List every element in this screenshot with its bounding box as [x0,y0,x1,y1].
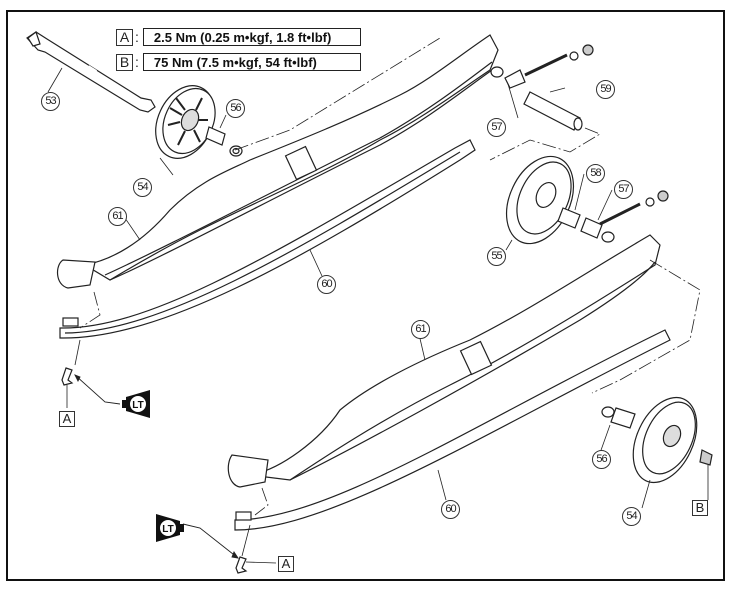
callout-56-top: 56 [226,99,245,118]
spacer-tube-59 [523,91,583,131]
torque-value-a: 2.5 Nm (0.25 m•kgf, 1.8 ft•lbf) [142,28,361,46]
idler-wheel-54-top [155,85,216,159]
lt-text-bottom: LT [162,524,173,535]
callout-54-bottom: 54 [622,507,641,526]
torque-value-b: 75 Nm (7.5 m•kgf, 54 ft•lbf) [142,53,361,71]
lt-arrows [74,374,239,559]
label-a-bottom: A [278,556,294,572]
leader-lines [47,67,709,564]
callout-59: 59 [596,80,615,99]
callout-57-top: 57 [487,118,506,137]
screw-bottom [235,556,248,574]
callout-60-top: 60 [317,275,336,294]
callout-54-top: 54 [133,178,152,197]
torque-key-a: A [116,28,133,46]
screw-left [61,367,74,386]
callout-56-bottom: 56 [592,450,611,469]
callout-53: 53 [41,92,60,111]
lt-locking-agent-icon: LT [122,390,150,418]
torque-key-b: B [116,53,133,71]
collar-58-and-bolt [557,190,669,243]
torque-spec-a: A : 2.5 Nm (0.25 m•kgf, 1.8 ft•lbf) [116,28,361,46]
torque-colon: : [135,54,139,70]
label-a-left: A [59,411,75,427]
torque-colon: : [135,29,139,45]
alignment-lines [79,37,701,516]
idler-wheel-54-bottom [601,396,713,484]
callout-57-mid: 57 [614,180,633,199]
callout-55: 55 [487,247,506,266]
label-b-right: B [692,500,708,516]
slider-60-bottom [234,329,671,531]
lt-text-left: LT [132,400,143,411]
slide-rail-61-bottom [227,234,661,488]
bolt-and-nut-top [490,44,594,89]
callout-61-bottom: 61 [411,320,430,339]
callout-58: 58 [586,164,605,183]
lt-locking-agent-icon: LT [156,514,184,542]
callout-61-top: 61 [108,207,127,226]
slide-rail-61-top [57,34,499,289]
torque-spec-b: B : 75 Nm (7.5 m•kgf, 54 ft•lbf) [116,53,361,71]
slider-60-top [59,139,476,339]
axle-53 [26,31,156,113]
callout-60-bottom: 60 [441,500,460,519]
collar-56-top [205,126,243,157]
idler-wheel-55 [505,155,575,245]
